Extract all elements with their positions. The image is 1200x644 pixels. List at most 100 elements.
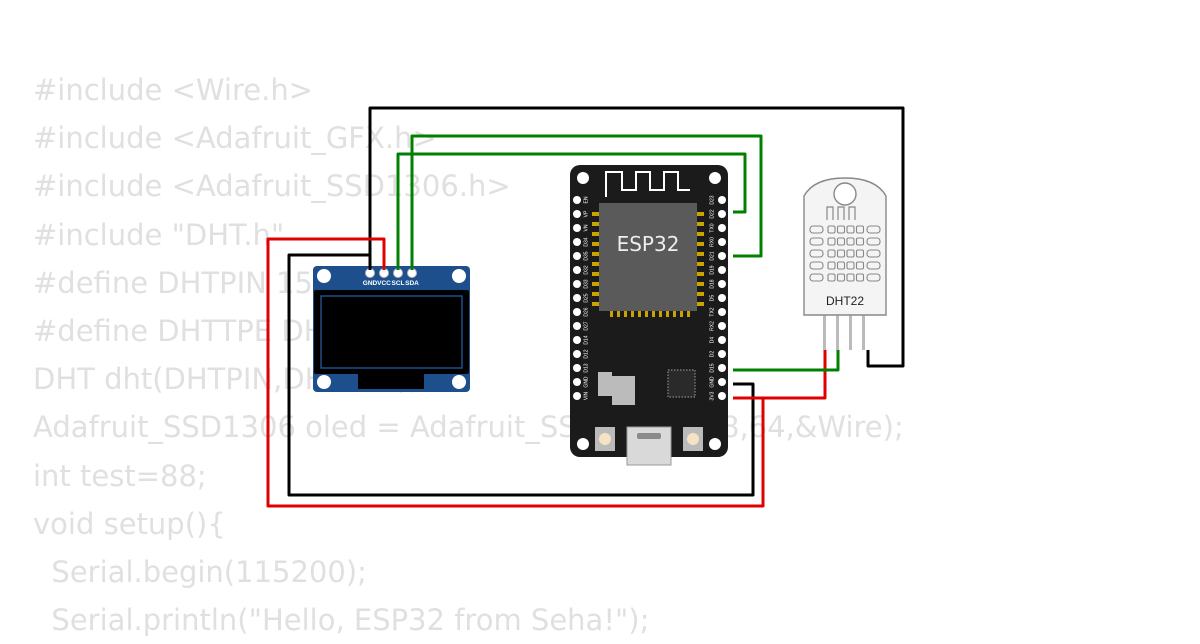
wire-dht-vcc-to-3v3 (763, 350, 827, 400)
esp32-pin-d27[interactable]: D27 (573, 321, 589, 331)
esp32-pin-rx0[interactable]: RX0 (709, 237, 726, 247)
svg-text:D23: D23 (709, 195, 715, 204)
antenna-trace (605, 171, 690, 197)
esp32-pin-d23[interactable]: D23 (709, 195, 726, 205)
esp32-pin-vp[interactable]: VP (573, 210, 589, 218)
esp32-pin-d26[interactable]: D26 (573, 307, 589, 317)
svg-text:VCC: VCC (377, 280, 391, 287)
esp32-pin-d2[interactable]: D2 (709, 350, 726, 358)
wire-oled-sda-to-d21 (410, 134, 763, 270)
code-line: #include "DHT.h" (33, 217, 285, 252)
esp32-pin-vn[interactable]: VN (573, 224, 589, 232)
wire-oled-scl-to-d22 (396, 152, 747, 270)
esp32-pin-d25[interactable]: D25 (573, 293, 589, 303)
oled-screen (320, 295, 463, 369)
esp32-chip (599, 203, 697, 311)
svg-text:D22: D22 (709, 209, 715, 218)
en-button[interactable] (683, 427, 703, 451)
dht22-sensor[interactable]: DHT22 (803, 177, 887, 350)
dht22-vent-grid (809, 225, 881, 282)
wire-dht-gnd-to-oled-gnd (368, 106, 905, 368)
svg-text:D27: D27 (583, 321, 589, 330)
svg-text:TX2: TX2 (709, 307, 715, 316)
svg-text:SCL: SCL (392, 280, 405, 287)
svg-text:D25: D25 (583, 293, 589, 302)
voltage-regulator (612, 376, 635, 405)
svg-text:D32: D32 (583, 265, 589, 274)
esp32-pin-en[interactable]: EN (573, 196, 589, 204)
usb-uart-chip (667, 369, 696, 398)
svg-text:D5: D5 (709, 295, 715, 302)
dht22-label: DHT22 (826, 294, 864, 308)
svg-text:D33: D33 (583, 279, 589, 288)
esp32-pin-gnd[interactable]: GND (709, 376, 726, 388)
code-line: #include <Adafruit_GFX.h> (33, 121, 437, 156)
svg-text:D4: D4 (709, 337, 715, 344)
wires (266, 106, 905, 508)
svg-text:D13: D13 (583, 363, 589, 372)
code-line: #include <Wire.h> (33, 73, 314, 107)
dht22-housing (803, 177, 887, 316)
esp32-pin-d13[interactable]: D13 (573, 363, 589, 373)
esp32-pin-d15[interactable]: D15 (709, 363, 726, 373)
oled-flex-cable (358, 374, 424, 389)
svg-text:VP: VP (583, 210, 589, 217)
esp32-pin-d19[interactable]: D19 (709, 265, 726, 275)
svg-text:D15: D15 (709, 363, 715, 372)
svg-text:D21: D21 (709, 251, 715, 260)
esp32-pin-gnd[interactable]: GND (573, 376, 589, 388)
oled-pin-sda[interactable]: SDA (405, 268, 419, 288)
esp32-pin-vin[interactable]: VIN (573, 391, 589, 400)
esp32-pin-d32[interactable]: D32 (573, 265, 589, 275)
svg-text:GND: GND (709, 376, 715, 388)
svg-text:D14: D14 (583, 335, 589, 344)
oled-mounting-holes (317, 269, 466, 389)
boot-button[interactable] (595, 427, 615, 451)
svg-text:TX0: TX0 (709, 223, 715, 232)
esp32-pin-tx2[interactable]: TX2 (709, 307, 726, 317)
svg-text:D18: D18 (709, 279, 715, 288)
esp32-pin-d22[interactable]: D22 (709, 209, 726, 219)
svg-text:D34: D34 (583, 237, 589, 246)
wire-oled-gnd-to-esp32-gnd (287, 253, 755, 497)
code-background: #include <Wire.h> #include <Adafruit_GFX.… (33, 66, 904, 644)
esp32-pin-tx0[interactable]: TX0 (709, 223, 726, 233)
svg-text:D35: D35 (583, 251, 589, 260)
code-line: Serial.begin(115200); (33, 554, 367, 589)
svg-text:VN: VN (583, 224, 589, 231)
svg-text:RX2: RX2 (709, 321, 715, 331)
oled-pin-gnd[interactable]: GND (363, 268, 378, 288)
esp32-pin-3v3[interactable]: 3V3 (709, 391, 726, 400)
esp32-pin-d14[interactable]: D14 (573, 335, 589, 345)
dht22-leads (823, 312, 865, 350)
svg-text:VIN: VIN (583, 391, 589, 400)
esp32-pin-d33[interactable]: D33 (573, 279, 589, 289)
svg-text:D19: D19 (709, 265, 715, 274)
esp32-pin-d18[interactable]: D18 (709, 279, 726, 289)
code-line: void setup(){ (33, 506, 226, 541)
svg-text:D12: D12 (583, 349, 589, 358)
wire-dht-data-to-d15 (733, 350, 840, 372)
esp32-pin-d21[interactable]: D21 (709, 251, 726, 261)
svg-text:SDA: SDA (405, 280, 419, 287)
chip-pads (592, 212, 704, 317)
esp32-pin-d5[interactable]: D5 (709, 294, 726, 302)
circuit-diagram: ESP32 ENVPVND34D35D32D33D25D26D27D14D12D… (266, 106, 905, 508)
esp32-board[interactable]: ESP32 ENVPVND34D35D32D33D25D26D27D14D12D… (570, 165, 728, 466)
chip-label: ESP32 (617, 232, 680, 256)
esp32-pin-rx2[interactable]: RX2 (709, 321, 726, 331)
svg-text:GND: GND (583, 376, 589, 388)
esp32-pin-d12[interactable]: D12 (573, 349, 589, 359)
svg-text:RX0: RX0 (709, 237, 715, 247)
code-line: #define DHTPIN 15 (33, 265, 313, 300)
esp32-pin-d34[interactable]: D34 (573, 237, 589, 247)
svg-text:EN: EN (583, 196, 589, 203)
esp32-pin-d4[interactable]: D4 (709, 336, 726, 344)
dht22-hole (833, 182, 857, 206)
code-line: int test=88; (33, 458, 207, 493)
esp32-pin-d35[interactable]: D35 (573, 251, 589, 261)
